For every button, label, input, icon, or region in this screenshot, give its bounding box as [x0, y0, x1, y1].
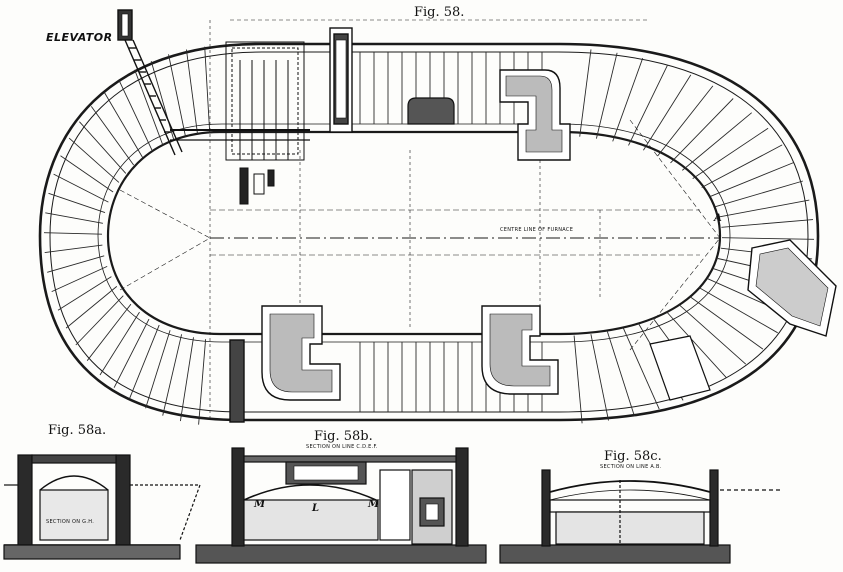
track-rib	[43, 232, 103, 235]
track-rib	[643, 74, 692, 151]
track-rib	[573, 335, 583, 424]
track-rib	[53, 173, 109, 203]
centre-line-label: CENTRE LINE OF FURNACE	[500, 227, 574, 233]
section-mark-a: A	[714, 213, 722, 224]
fig-58c-section	[499, 469, 780, 564]
track-rib	[44, 244, 103, 254]
track-rib	[595, 52, 618, 139]
furnace-inner-wall-line2	[97, 123, 731, 343]
main-figure-title: Fig. 58.	[414, 5, 465, 20]
track-rib	[118, 80, 153, 151]
track-rib	[60, 155, 114, 193]
fig-58b-section	[195, 447, 487, 564]
track-rib	[79, 121, 127, 174]
flue-top-right	[499, 69, 571, 161]
flue-top-middle	[407, 97, 455, 125]
fig-58c-title: Fig. 58c.	[604, 449, 662, 464]
track-rib	[714, 180, 804, 208]
track-rib	[198, 339, 207, 425]
track-rib	[145, 330, 171, 409]
flue-bottom-middle	[481, 305, 559, 395]
bottom-door	[229, 339, 245, 423]
track-rib	[185, 49, 198, 134]
track-rib	[622, 327, 660, 410]
track-rib	[721, 237, 815, 240]
lower-right-tab	[649, 335, 711, 401]
track-rib	[606, 331, 635, 416]
fig-58b-letter-m-left: M	[254, 499, 266, 510]
track-rib	[590, 334, 609, 421]
track-rib	[657, 85, 714, 157]
track-rib	[113, 318, 150, 388]
track-rib	[48, 192, 106, 214]
elevator-label: ELEVATOR	[46, 31, 113, 44]
track-rib	[701, 144, 783, 188]
track-rib	[128, 324, 160, 400]
track-rib	[682, 112, 752, 171]
fig-58b-section-label: SECTION ON LINE C.D.E.F.	[306, 444, 378, 450]
track-rib	[612, 58, 644, 142]
elevator-structure	[117, 9, 183, 156]
track-rib	[665, 311, 727, 379]
track-rib	[670, 98, 734, 164]
track-rib	[162, 334, 183, 416]
track-rib	[65, 286, 118, 329]
track-rib	[721, 219, 814, 228]
track-rib	[90, 106, 135, 166]
track-rib	[698, 287, 778, 334]
fig-58b-letter-m-right: M	[368, 499, 380, 510]
track-rib	[134, 69, 164, 146]
track-rib	[708, 162, 794, 198]
track-rib	[678, 303, 747, 365]
fig-58a-section-label: SECTION ON G.H.	[46, 519, 95, 525]
fig-58c-section-label: SECTION ON LINE A.B.	[600, 464, 662, 470]
track-rib	[86, 303, 132, 361]
track-rib	[99, 311, 140, 376]
fig-58b-title: Fig. 58b.	[314, 429, 373, 444]
furnace-outer-wall-line2	[49, 51, 809, 413]
track-rib	[45, 212, 103, 224]
track-rib	[57, 276, 112, 311]
charging-platform	[170, 41, 310, 205]
track-rib	[689, 295, 764, 350]
fig-58a-title: Fig. 58a.	[48, 423, 107, 438]
track-rib	[718, 199, 810, 218]
fig-58b-letter-l: L	[312, 503, 320, 514]
furnace-inner-wall	[106, 130, 722, 336]
flue-bottom-left	[261, 305, 341, 401]
track-rib	[47, 255, 105, 273]
track-rib	[75, 295, 124, 346]
track-rib	[179, 337, 194, 422]
furnace-outer-wall	[38, 42, 820, 422]
track-rib	[204, 46, 211, 133]
track-rib	[628, 65, 668, 146]
track-rib	[104, 92, 143, 158]
track-rib	[68, 137, 120, 183]
track-rib	[168, 54, 186, 137]
track-rib	[150, 60, 175, 141]
track-rib	[51, 265, 108, 293]
track-rib	[692, 127, 769, 179]
top-door	[329, 27, 353, 133]
fig-58a-section	[3, 454, 201, 560]
track-rib	[579, 49, 592, 137]
right-end-chute	[747, 239, 837, 337]
